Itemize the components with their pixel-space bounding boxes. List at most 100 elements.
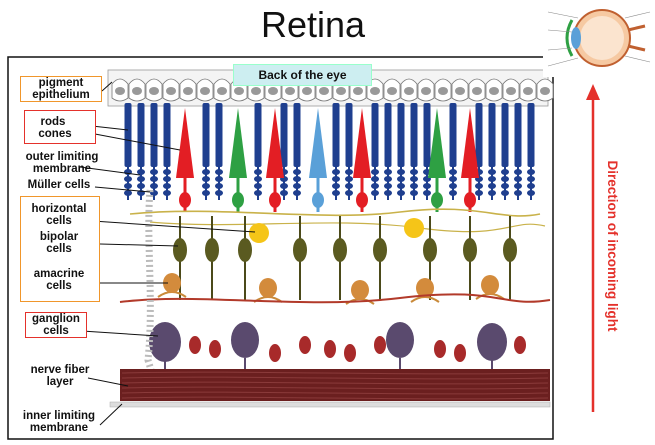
rod-bead [345, 176, 353, 182]
ganglion-cells-label: ganglion cells [25, 312, 87, 338]
rod-bead [371, 169, 379, 175]
rod-outer-segment [216, 103, 223, 167]
rod-outer-segment [398, 103, 405, 167]
rod-outer-segment [164, 103, 171, 167]
rod-bead [137, 169, 145, 175]
rod-bead [449, 190, 457, 196]
ganglion-cell [386, 322, 414, 358]
rod-bead [332, 190, 340, 196]
nerve-fiber-layer-label: nerve fiber layer [24, 364, 96, 388]
cone-nucleus [232, 192, 244, 208]
rod-bead [410, 190, 418, 196]
rod-bead [488, 190, 496, 196]
eye-cross-section-icon [543, 1, 651, 77]
rod-bead [449, 183, 457, 189]
pigment-nucleus [149, 87, 159, 95]
rod-bead [397, 169, 405, 175]
rod-bead [202, 176, 210, 182]
rod-bead [514, 169, 522, 175]
pigment-nucleus [523, 87, 533, 95]
nerve-fiber-line-1: nerve fiber [24, 364, 96, 376]
rod-bead [150, 183, 158, 189]
rod-bead [137, 176, 145, 182]
pigment-nucleus [370, 87, 380, 95]
rod-bead [215, 190, 223, 196]
rod-outer-segment [385, 103, 392, 167]
small-ganglion-cell [324, 340, 336, 358]
small-ganglion-cell [189, 336, 201, 354]
rod-bead [202, 190, 210, 196]
rod-bead [384, 169, 392, 175]
direction-of-light-label: Direction of incoming light [603, 146, 621, 346]
rod-bead [488, 169, 496, 175]
rod-outer-segment [125, 103, 132, 167]
rod-outer-segment [151, 103, 158, 167]
pigment-nucleus [183, 87, 193, 95]
bipolar-cell [205, 238, 219, 262]
nerve-fiber-layer [120, 369, 550, 401]
pigment-nucleus [234, 87, 244, 95]
ganglion-cell [477, 323, 507, 361]
muller-cells-label: Müller cells [18, 179, 100, 191]
bipolar-cell [293, 238, 307, 262]
back-of-eye-label: Back of the eye [233, 64, 372, 86]
rod-bead [163, 176, 171, 182]
pigment-nucleus [506, 87, 516, 95]
rod-bead [384, 190, 392, 196]
horizontal-cells-label: horizontal cells [24, 203, 94, 227]
rod-bead [384, 176, 392, 182]
rod-bead [293, 169, 301, 175]
small-ganglion-cell [454, 344, 466, 362]
rod-bead [280, 183, 288, 189]
horizontal-cell [249, 223, 269, 243]
rod-outer-segment [411, 103, 418, 167]
pigment-nucleus [472, 87, 482, 95]
rod-bead [488, 176, 496, 182]
rod-outer-segment [450, 103, 457, 167]
amacrine-line-1: amacrine [24, 268, 94, 280]
rod-bead [280, 190, 288, 196]
cone-nucleus [269, 192, 281, 208]
amacrine-cell [481, 275, 499, 295]
pigment-nucleus [217, 87, 227, 95]
rod-bead [293, 183, 301, 189]
rod-bead [293, 190, 301, 196]
rod-bead [410, 183, 418, 189]
rod-outer-segment [528, 103, 535, 167]
outer-limiting-membrane-label: outer limiting membrane [16, 151, 108, 175]
rod-bead [202, 183, 210, 189]
pigment-nucleus [387, 87, 397, 95]
cone-outer-segment [176, 108, 194, 178]
cone-nucleus [356, 192, 368, 208]
pigment-nucleus [540, 87, 550, 95]
small-ganglion-cell [269, 344, 281, 362]
rod-bead [254, 190, 262, 196]
rod-bead [514, 190, 522, 196]
cone-nucleus [179, 192, 191, 208]
rod-outer-segment [424, 103, 431, 167]
rod-outer-segment [333, 103, 340, 167]
rod-bead [345, 183, 353, 189]
cone-outer-segment [353, 108, 371, 178]
rod-bead [527, 169, 535, 175]
rod-bead [163, 169, 171, 175]
rod-bead [215, 183, 223, 189]
bipolar-cell [238, 238, 252, 262]
rod-bead [488, 183, 496, 189]
rod-bead [410, 169, 418, 175]
pigment-epithelium-line-2: epithelium [21, 89, 101, 101]
nerve-fiber-line-2: layer [24, 376, 96, 388]
rod-bead [501, 176, 509, 182]
rod-bead [527, 176, 535, 182]
amacrine-line-2: cells [24, 280, 94, 292]
pigment-nucleus [132, 87, 142, 95]
pigment-nucleus [319, 87, 329, 95]
horizontal-cell [404, 218, 424, 238]
inner-limiting-line-2: membrane [14, 422, 104, 434]
horizontal-line-1: horizontal [24, 203, 94, 215]
pigment-nucleus [404, 87, 414, 95]
neuron-layer [120, 209, 550, 372]
outer-limiting-line-2: membrane [16, 163, 108, 175]
cone-outer-segment [309, 108, 327, 178]
rod-bead [514, 183, 522, 189]
